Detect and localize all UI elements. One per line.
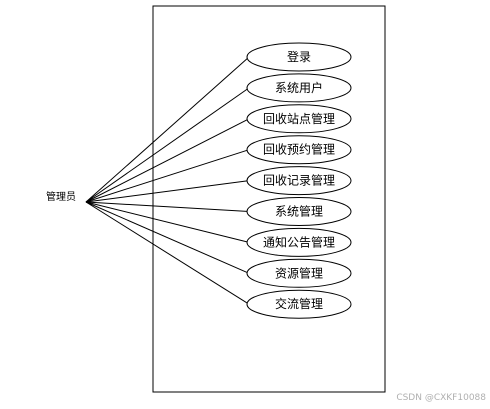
association-line bbox=[85, 201, 250, 212]
association-line bbox=[85, 118, 250, 203]
watermark: CSDN @CXKF10088 bbox=[396, 393, 486, 403]
use-case-group: 登录系统用户回收站点管理回收预约管理回收记录管理系统管理通知公告管理资源管理交流… bbox=[246, 42, 352, 319]
association-line bbox=[85, 201, 250, 274]
association-line bbox=[85, 87, 250, 203]
association-line bbox=[85, 201, 250, 305]
use-case-ellipse bbox=[246, 73, 352, 103]
use-case-ellipse bbox=[246, 104, 352, 134]
use-case-label: 回收预约管理 bbox=[263, 142, 335, 157]
use-case-label: 系统用户 bbox=[275, 80, 323, 95]
connector-lines bbox=[85, 56, 250, 305]
use-case-ellipse bbox=[246, 166, 352, 196]
use-case-ellipse bbox=[246, 289, 352, 319]
use-case-ellipse bbox=[246, 227, 352, 257]
use-case-ellipse bbox=[246, 135, 352, 165]
use-case-label: 回收站点管理 bbox=[263, 111, 335, 126]
system-boundary bbox=[152, 5, 386, 393]
use-case-label: 系统管理 bbox=[275, 204, 323, 219]
use-case-label: 回收记录管理 bbox=[263, 173, 335, 188]
use-case-label: 资源管理 bbox=[275, 265, 323, 280]
use-case-label: 通知公告管理 bbox=[263, 234, 335, 249]
association-line bbox=[85, 201, 250, 243]
use-case-label: 登录 bbox=[287, 49, 311, 64]
use-case-label: 交流管理 bbox=[275, 296, 323, 311]
actor-label: 管理员 bbox=[46, 190, 76, 203]
association-line bbox=[85, 180, 250, 203]
use-case-ellipse bbox=[246, 258, 352, 288]
use-case-ellipse bbox=[246, 42, 352, 72]
association-line bbox=[85, 149, 250, 203]
use-case-ellipse bbox=[246, 197, 352, 226]
association-line bbox=[85, 56, 250, 203]
